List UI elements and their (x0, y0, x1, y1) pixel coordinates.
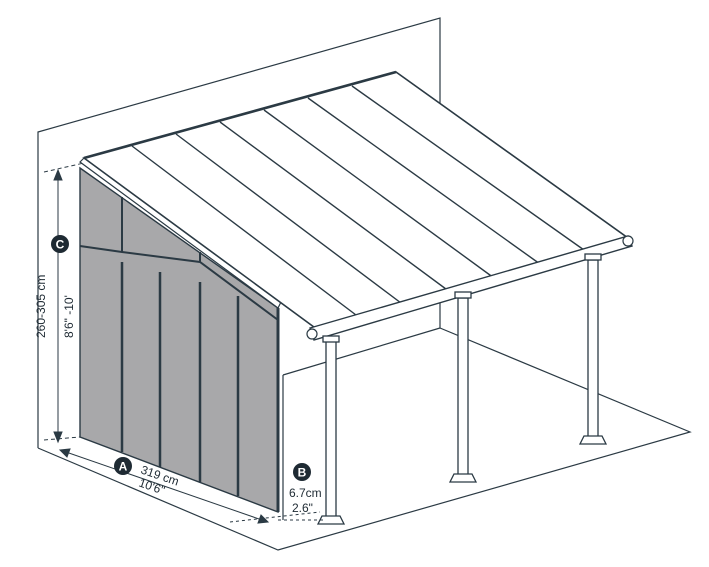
height-metric-label: 260-305 cm (34, 275, 48, 338)
marker-b-badge: B (293, 463, 311, 481)
post-front-middle (448, 291, 478, 483)
height-leaders (43, 162, 85, 441)
marker-a-badge: A (114, 457, 132, 475)
post-front-right (578, 253, 608, 445)
height-imperial-label: 8'6" -10' (62, 295, 76, 338)
height-dimension-line (53, 168, 63, 444)
roof (82, 70, 634, 341)
post-front-left (316, 335, 346, 525)
svg-text:A: A (119, 460, 128, 474)
side-wall-panel (79, 157, 283, 514)
svg-text:C: C (56, 238, 65, 252)
floor-outline (37, 327, 692, 551)
post-imperial-label: 2.6" (292, 501, 313, 515)
post-width-leaders (229, 511, 326, 523)
marker-c-badge: C (51, 235, 69, 253)
width-dimension-line (58, 448, 270, 524)
post-metric-label: 6.7cm (289, 486, 322, 500)
svg-text:B: B (298, 466, 307, 480)
